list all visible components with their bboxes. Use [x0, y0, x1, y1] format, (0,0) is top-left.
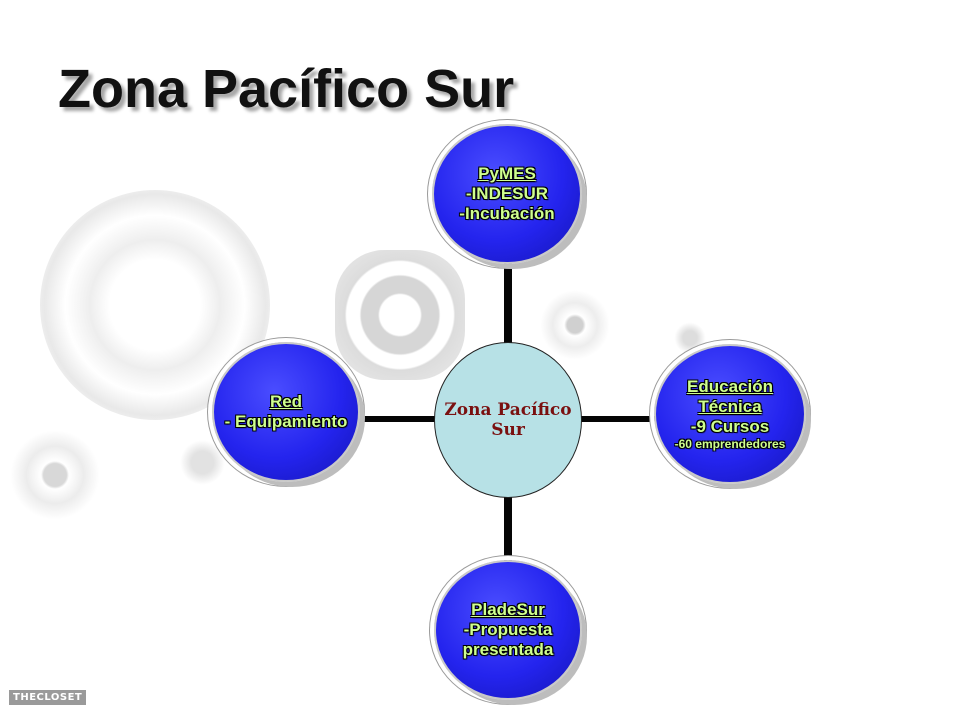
connector-right: [580, 416, 656, 422]
node-pymes-item: -INDESUR: [465, 184, 549, 203]
background-decoration: [540, 290, 610, 360]
background-decoration: [180, 440, 225, 485]
node-pladesur-item: -Propuesta: [463, 620, 553, 639]
node-educacion-item: -60 emprendedores: [674, 436, 786, 451]
node-pladesur-item: presentada: [462, 640, 554, 659]
node-pladesur-heading: PladeSur: [471, 600, 545, 619]
connector-left: [360, 416, 436, 422]
connector-top: [504, 262, 512, 344]
node-educacion-heading: Educación: [687, 376, 773, 396]
node-pladesur: PladeSur -Propuesta presentada: [434, 560, 582, 700]
node-educacion: Educación Técnica -9 Cursos -60 emprende…: [654, 344, 806, 484]
node-red: Red - Equipamiento: [212, 342, 360, 482]
node-educacion-heading: Técnica: [698, 396, 762, 416]
node-red-heading: Red: [269, 392, 303, 411]
background-decoration: [10, 430, 100, 520]
node-educacion-item: -9 Cursos: [690, 416, 770, 436]
node-pymes-heading: PyMES: [478, 164, 536, 183]
node-pymes: PyMES -INDESUR -Incubación: [432, 124, 582, 264]
center-label-line: Sur: [491, 420, 525, 440]
watermark-logo: THECLOSET: [9, 690, 87, 705]
background-decoration: [335, 250, 465, 380]
node-red-item: - Equipamiento: [224, 412, 348, 431]
center-label-line: Zona Pacífico: [444, 400, 572, 420]
slide-title: Zona Pacífico Sur: [58, 59, 515, 119]
center-node: Zona Pacífico Sur: [434, 342, 582, 498]
node-pymes-item: -Incubación: [459, 204, 555, 223]
connector-bottom: [504, 497, 512, 561]
